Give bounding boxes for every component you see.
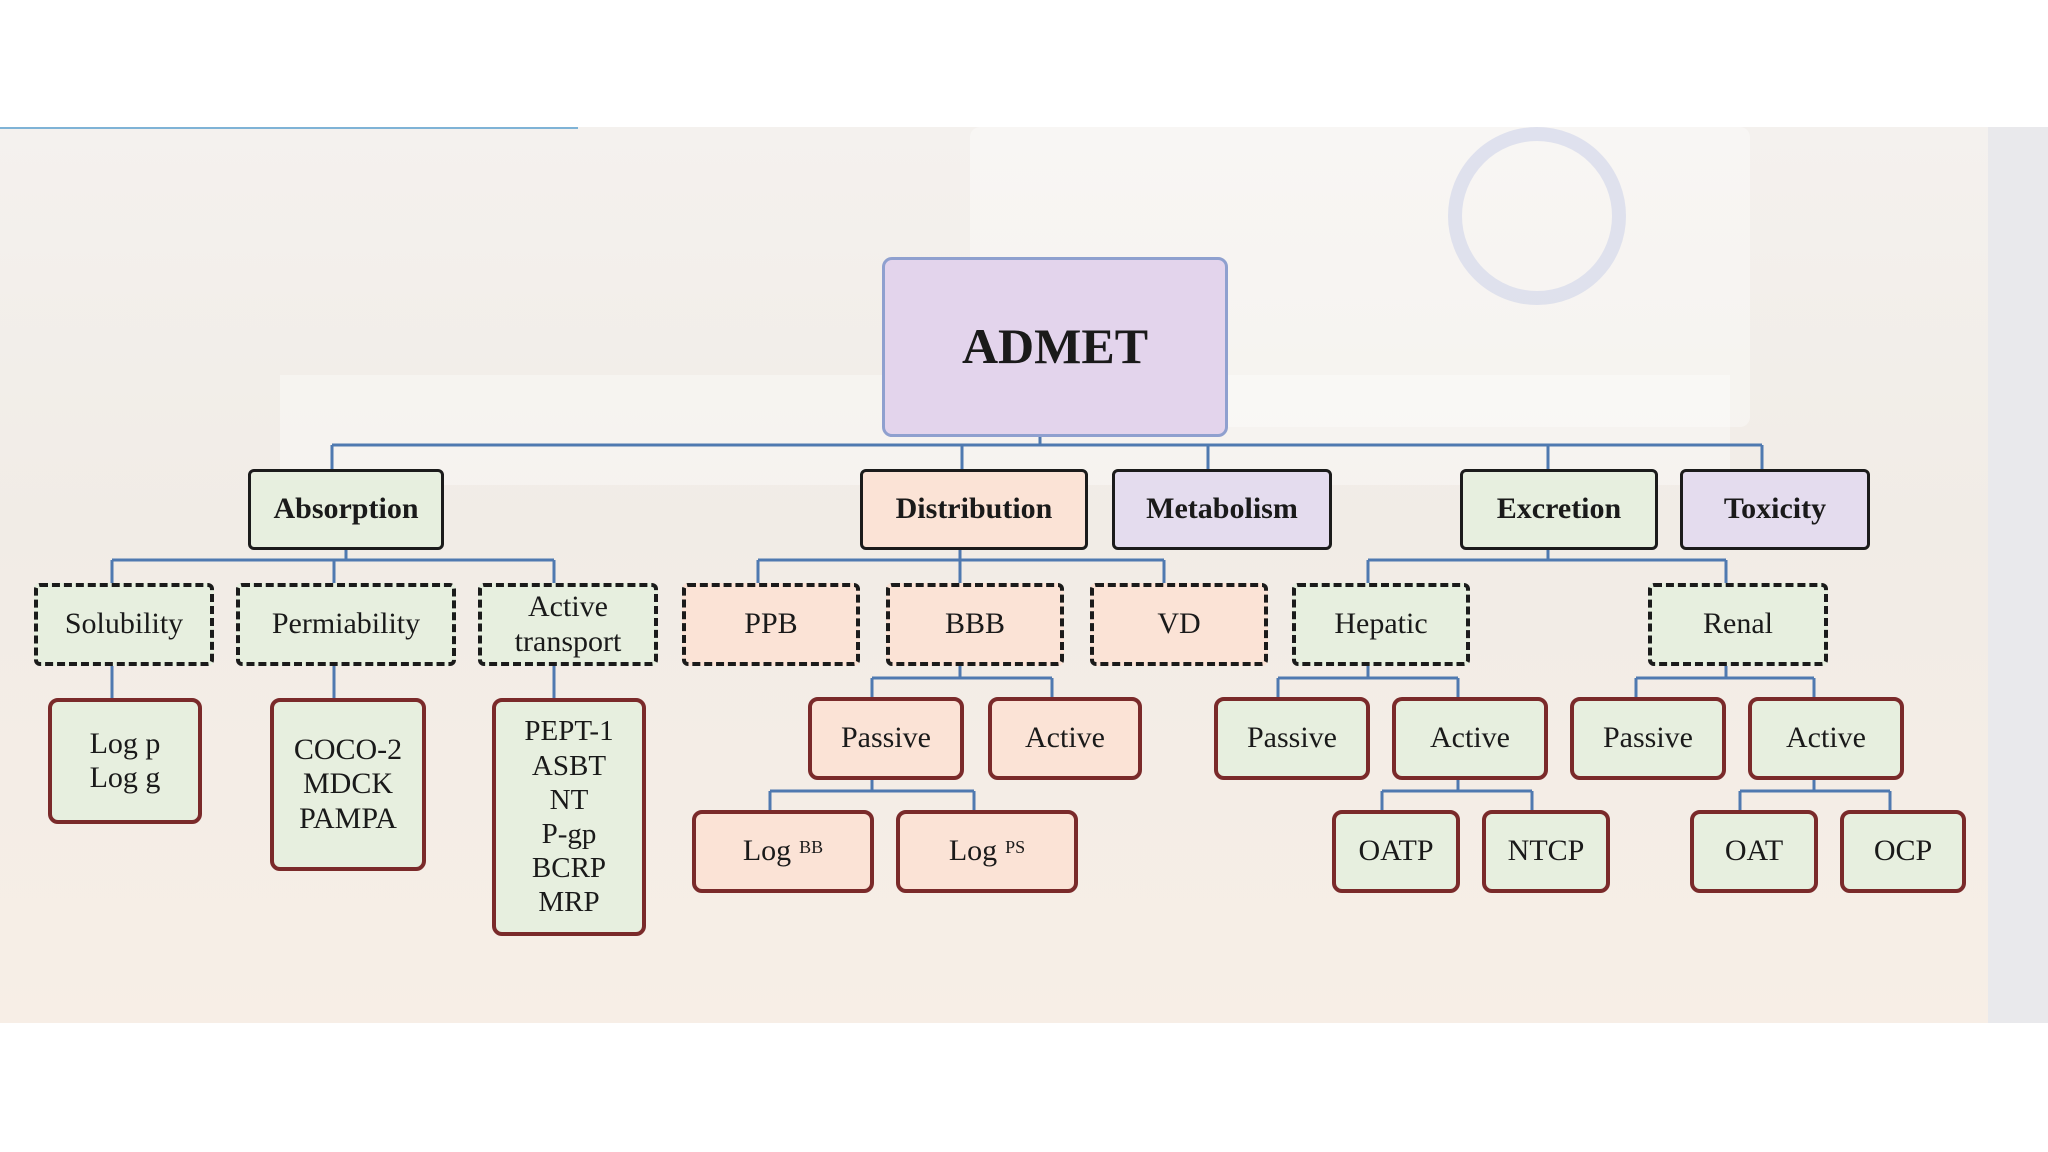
renal-passive-node: Passive	[1570, 697, 1726, 780]
ocp-node: OCP	[1840, 810, 1966, 893]
renal-node: Renal	[1648, 583, 1828, 666]
connector-excretion	[1366, 550, 1728, 583]
distribution-active-node: Active	[988, 697, 1142, 780]
connector-renal	[1634, 666, 1816, 697]
excretion-node: Excretion	[1460, 469, 1658, 550]
distribution-passive-node: Passive	[808, 697, 964, 780]
hepatic-active-node: Active	[1392, 697, 1548, 780]
log-ps-node: Log PS	[896, 810, 1078, 893]
toxicity-node: Toxicity	[1680, 469, 1870, 550]
oatp-node: OATP	[1332, 810, 1460, 893]
bbb-node: BBB	[886, 583, 1064, 666]
connector-passive-dist	[768, 780, 976, 810]
top-rule	[0, 127, 578, 129]
hepatic-passive-node: Passive	[1214, 697, 1370, 780]
side-panel	[1988, 127, 2048, 1023]
transporters-node: PEPT-1 ASBT NT P-gp BCRP MRP	[492, 698, 646, 936]
connector-absorption	[110, 550, 556, 583]
admet-root-node: ADMET	[882, 257, 1228, 437]
connector-renal-active	[1738, 780, 1892, 810]
metabolism-node: Metabolism	[1112, 469, 1332, 550]
connector-distribution	[756, 550, 1166, 583]
hepatic-node: Hepatic	[1292, 583, 1470, 666]
connector-lines	[110, 437, 1892, 810]
permiability-assays-node: COCO-2 MDCK PAMPA	[270, 698, 426, 871]
connector-absorption-leaves	[110, 666, 556, 698]
solubility-measures-node: Log p Log g	[48, 698, 202, 824]
ntcp-node: NTCP	[1482, 810, 1610, 893]
ppb-node: PPB	[682, 583, 860, 666]
connector-hepatic	[1276, 666, 1460, 697]
oat-node: OAT	[1690, 810, 1818, 893]
connector-root	[330, 437, 1764, 469]
log-bb-node: Log BB	[692, 810, 874, 893]
renal-active-node: Active	[1748, 697, 1904, 780]
solubility-node: Solubility	[34, 583, 214, 666]
log-bb-label: Log	[742, 834, 792, 868]
log-ps-superscript: PS	[1005, 837, 1026, 858]
connector-bbb	[870, 666, 1054, 697]
absorption-node: Absorption	[248, 469, 444, 550]
permiability-node: Permiability	[236, 583, 456, 666]
vd-node: VD	[1090, 583, 1268, 666]
active-transport-node: Active transport	[478, 583, 658, 666]
distribution-node: Distribution	[860, 469, 1088, 550]
log-bb-superscript: BB	[799, 837, 824, 858]
diagram-canvas: ADMET Absorption Distribution Metabolism…	[0, 127, 2048, 1023]
log-ps-label: Log	[948, 834, 998, 868]
connector-hepatic-active	[1380, 780, 1534, 810]
